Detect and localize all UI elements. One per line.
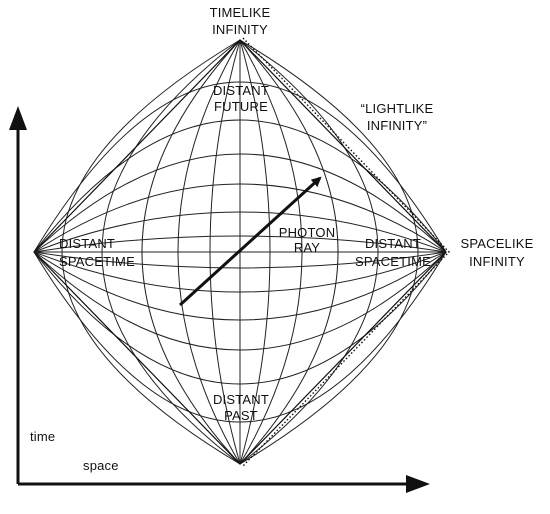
spacelike-infinity-label-2: INFINITY: [469, 254, 525, 269]
constant-space-curve: [177, 39, 241, 465]
lightlike-infinity-label-1: “LIGHTLIKE: [361, 101, 434, 116]
photon-ray-arrow: [178, 176, 322, 307]
constant-space-curve: [101, 39, 241, 465]
constant-space-curve: [209, 39, 241, 465]
space-axis-label: space: [83, 458, 119, 473]
constant-space-curve: [239, 39, 419, 465]
constant-time-curve: [33, 251, 447, 321]
constant-space-curve: [239, 39, 379, 465]
constant-space-curve: [61, 39, 241, 465]
space-axis-arrowhead: [406, 475, 430, 493]
constant-time-curve: [33, 119, 447, 253]
diamond-boundary: [33, 37, 450, 467]
time-axis-arrowhead: [9, 106, 27, 130]
lightlike-boundary-dotted: [242, 37, 450, 467]
constant-space-curve: [239, 39, 339, 465]
time-axis-label: time: [30, 429, 55, 444]
constant-time-curve: [33, 251, 447, 351]
distant-spacetime-right-label-2: SPACETIME: [355, 254, 431, 269]
constant-time-curve: [33, 251, 447, 423]
photon-ray-label-2: RAY: [294, 240, 320, 255]
spacelike-infinity-label-1: SPACELIKE: [460, 236, 533, 251]
photon-ray-label-1: PHOTON: [279, 225, 336, 240]
constant-time-curve: [33, 211, 447, 253]
constant-time-curve: [33, 153, 447, 253]
labels: TIMELIKE INFINITY DISTANT FUTURE “LIGHTL…: [30, 5, 533, 473]
constant-time-curve: [33, 251, 447, 385]
constant-space-curve: [239, 39, 303, 465]
distant-past-label-2: PAST: [224, 408, 258, 423]
diamond-edge: [33, 39, 447, 465]
constant-time-curve: [33, 81, 447, 253]
distant-spacetime-left-label-2: SPACETIME: [59, 254, 135, 269]
constant-space-curve: [141, 39, 241, 465]
timelike-infinity-label-2: INFINITY: [212, 22, 268, 37]
constant-time-curve: [33, 251, 447, 293]
distant-future-label-1: DISTANT: [213, 83, 269, 98]
conformal-grid: [33, 39, 447, 465]
constant-time-curve: [33, 183, 447, 253]
distant-spacetime-left-label-1: DISTANT: [59, 236, 115, 251]
distant-past-label-1: DISTANT: [213, 392, 269, 407]
timelike-infinity-label-1: TIMELIKE: [210, 5, 271, 20]
distant-future-label-2: FUTURE: [214, 99, 268, 114]
constant-time-curve: [33, 251, 447, 269]
lightlike-infinity-label-2: INFINITY”: [367, 118, 427, 133]
constant-time-curve: [33, 235, 447, 253]
distant-spacetime-right-label-1: DISTANT: [365, 236, 421, 251]
constant-space-curve: [239, 39, 271, 465]
coordinate-axes: [9, 106, 430, 493]
